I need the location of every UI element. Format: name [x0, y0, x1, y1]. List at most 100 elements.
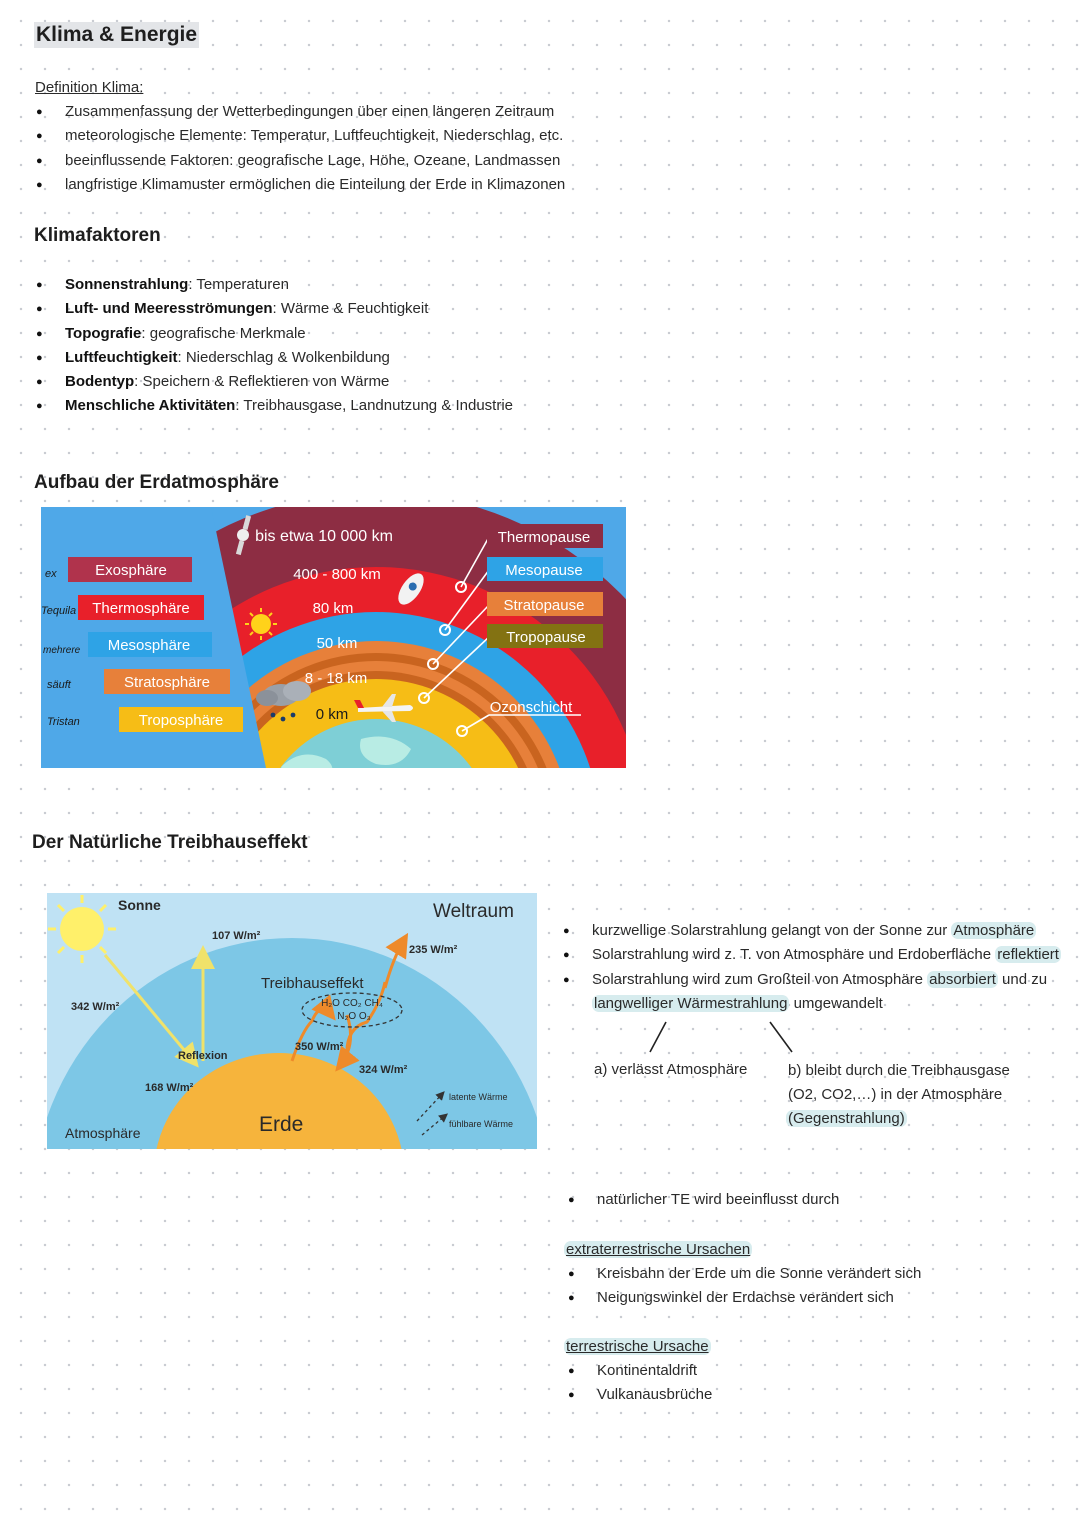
factor-desc: : Niederschlag & Wolkenbildung	[177, 348, 390, 366]
klimafaktoren-list: Sonnenstrahlung: Temperaturen Luft- und …	[34, 273, 513, 419]
list-item: Vulkanausbrüche	[566, 1383, 712, 1408]
list-item: Zusammenfassung der Wetterbedingungen üb…	[34, 100, 565, 125]
list-item: Bodentyp: Speichern & Reflektieren von W…	[34, 370, 513, 395]
list-item: kurzwellige Solarstrahlung gelangt von d…	[561, 919, 1061, 944]
page-title: Klima & Energie	[34, 22, 200, 48]
highlight: Atmosphäre	[951, 922, 1037, 939]
boundary-label: Ozonschicht	[490, 699, 573, 716]
layer-label: Stratosphäre	[124, 674, 210, 691]
height-label: 50 km	[317, 635, 358, 652]
factor-desc: : Temperaturen	[188, 276, 289, 293]
branch-b-line2: (O2, CO2,…) in der Atmosphäre	[788, 1086, 1003, 1103]
gases-label: N₂O O₃	[337, 1011, 371, 1022]
list-item: beeinflussende Faktoren: geografische La…	[34, 149, 565, 174]
branch-a: a) verlässt Atmosphäre	[594, 1061, 748, 1078]
highlight: reflektiert	[995, 946, 1061, 964]
greenhouse-heading: Der Natürliche Treibhauseffekt	[32, 832, 308, 853]
klimafaktoren-heading: Klimafaktoren	[34, 225, 161, 246]
list-item: Topografie: geografische Merkmale	[34, 322, 513, 347]
sun-label: Sonne	[118, 897, 161, 913]
factor-desc: : Speichern & Reflektieren von Wärme	[134, 373, 390, 391]
greenhouse-gas-cloud	[301, 992, 403, 1028]
sun-icon	[245, 608, 277, 640]
list-item: Menschliche Aktivitäten: Treibhausgase, …	[34, 394, 514, 419]
factor-desc: : Wärme & Feuchtigkeit	[272, 300, 429, 318]
mnemonic-label: säuft	[47, 679, 72, 691]
boundary-label: Stratopause	[504, 597, 585, 614]
branch-b-line3: (Gegenstrahlung)	[786, 1110, 907, 1127]
highlight: langwelliger Wärmestrahlung	[592, 994, 790, 1012]
height-label: 0 km	[316, 706, 349, 723]
space-label: Weltraum	[433, 901, 514, 922]
list-item: Kontinentaldrift	[566, 1359, 712, 1384]
atmosphere-heading: Aufbau der Erdatmosphäre	[34, 472, 279, 493]
factor-term: Bodentyp	[65, 373, 135, 391]
definition-heading: Definition Klima:	[35, 79, 144, 96]
airplane-icon	[354, 694, 413, 722]
greenhouse-notes: kurzwellige Solarstrahlung gelangt von d…	[561, 919, 1061, 1016]
extraterrestrial-list: Kreisbahn der Erde um die Sonne veränder…	[566, 1262, 921, 1311]
factor-term: Luftfeuchtigkeit	[65, 348, 178, 366]
mnemonic-label: ex	[45, 568, 57, 580]
list-item: Neigungswinkel der Erdachse verändert si…	[566, 1286, 921, 1311]
layer-label: Mesosphäre	[108, 637, 191, 654]
effect-label: Treibhauseffekt	[261, 975, 364, 992]
branch-b-line1: b) bleibt durch die Treibhausgase	[788, 1062, 1010, 1079]
boundary-label: Mesopause	[505, 562, 583, 579]
factor-term: Sonnenstrahlung	[65, 276, 189, 293]
factor-desc: : Treibhausgase, Landnutzung & Industrie	[235, 397, 514, 415]
height-label: 400 - 800 km	[293, 566, 381, 583]
terrestrial-heading: terrestrische Ursache	[564, 1338, 711, 1355]
list-item: Sonnenstrahlung: Temperaturen	[34, 273, 513, 298]
factor-term: Topografie	[65, 324, 142, 342]
list-item: natürlicher TE wird beeinflusst durch	[566, 1188, 839, 1213]
list-item: Luft- und Meeresströmungen: Wärme & Feuc…	[34, 297, 513, 322]
height-label: bis etwa 10 000 km	[255, 528, 393, 545]
height-label: 80 km	[313, 600, 354, 617]
latent-heat-label: latente Wärme	[449, 1092, 508, 1102]
layer-label: Troposphäre	[139, 712, 224, 729]
flux-label: 324 W/m²	[359, 1064, 408, 1076]
list-item: langfristige Klimamuster ermöglichen die…	[34, 173, 565, 198]
flux-label: 342 W/m²	[71, 1001, 120, 1013]
reflection-label: Reflexion	[178, 1050, 228, 1062]
greenhouse-diagram: Sonne Weltraum 107 W/m² 235 W/m² 342 W/m…	[47, 893, 537, 1149]
terrestrial-list: Kontinentaldrift Vulkanausbrüche	[566, 1359, 712, 1408]
list-item: Solarstrahlung wird zum Großteil von Atm…	[561, 968, 1061, 993]
flux-label: 168 W/m²	[145, 1082, 194, 1094]
influence-list: natürlicher TE wird beeinflusst durch	[566, 1188, 839, 1213]
atmosphere-diagram: bis etwa 10 000 km 400 - 800 km 80 km 50…	[41, 507, 626, 768]
flux-label: 107 W/m²	[212, 930, 261, 942]
sun-icon	[48, 895, 116, 963]
layer-label: Thermosphäre	[92, 600, 190, 617]
mnemonic-label: Tequila	[41, 605, 76, 617]
earth-surface	[156, 1053, 402, 1149]
highlight: absorbiert	[927, 970, 998, 988]
list-item-continuation: langwelliger Wärmestrahlung umgewandelt	[592, 994, 883, 1012]
cloud-icon	[256, 681, 311, 722]
boundary-label: Thermopause	[498, 529, 591, 546]
extraterrestrial-heading: extraterrestrische Ursachen	[564, 1241, 753, 1258]
satellite-icon	[235, 515, 252, 556]
boundary-label: Tropopause	[506, 629, 586, 646]
branch-lines	[649, 1021, 793, 1053]
flux-label: 350 W/m²	[295, 1041, 344, 1053]
list-item: meteorologische Elemente: Temperatur, Lu…	[34, 124, 565, 149]
height-label: 8 - 18 km	[305, 670, 368, 687]
sensible-heat-label: fühlbare Wärme	[449, 1119, 513, 1129]
gases-label: H₂O CO₂ CH₄	[321, 998, 383, 1009]
list-item: Kreisbahn der Erde um die Sonne veränder…	[566, 1262, 921, 1287]
mnemonic-label: mehrere	[43, 645, 81, 656]
list-item: Solarstrahlung wird z. T. von Atmosphäre…	[561, 943, 1061, 968]
definition-list: Zusammenfassung der Wetterbedingungen üb…	[34, 100, 565, 197]
atmosphere-dome	[47, 938, 537, 1149]
earth-label: Erde	[259, 1113, 303, 1136]
layer-label: Exosphäre	[95, 562, 167, 579]
factor-desc: : geografische Merkmale	[141, 324, 306, 342]
mnemonic-label: Tristan	[47, 716, 80, 728]
flux-label: 235 W/m²	[409, 944, 458, 956]
list-item: Luftfeuchtigkeit: Niederschlag & Wolkenb…	[34, 346, 513, 371]
factor-term: Luft- und Meeresströmungen	[65, 300, 273, 318]
rocket-icon	[388, 573, 424, 613]
atmosphere-label: Atmosphäre	[65, 1125, 141, 1141]
